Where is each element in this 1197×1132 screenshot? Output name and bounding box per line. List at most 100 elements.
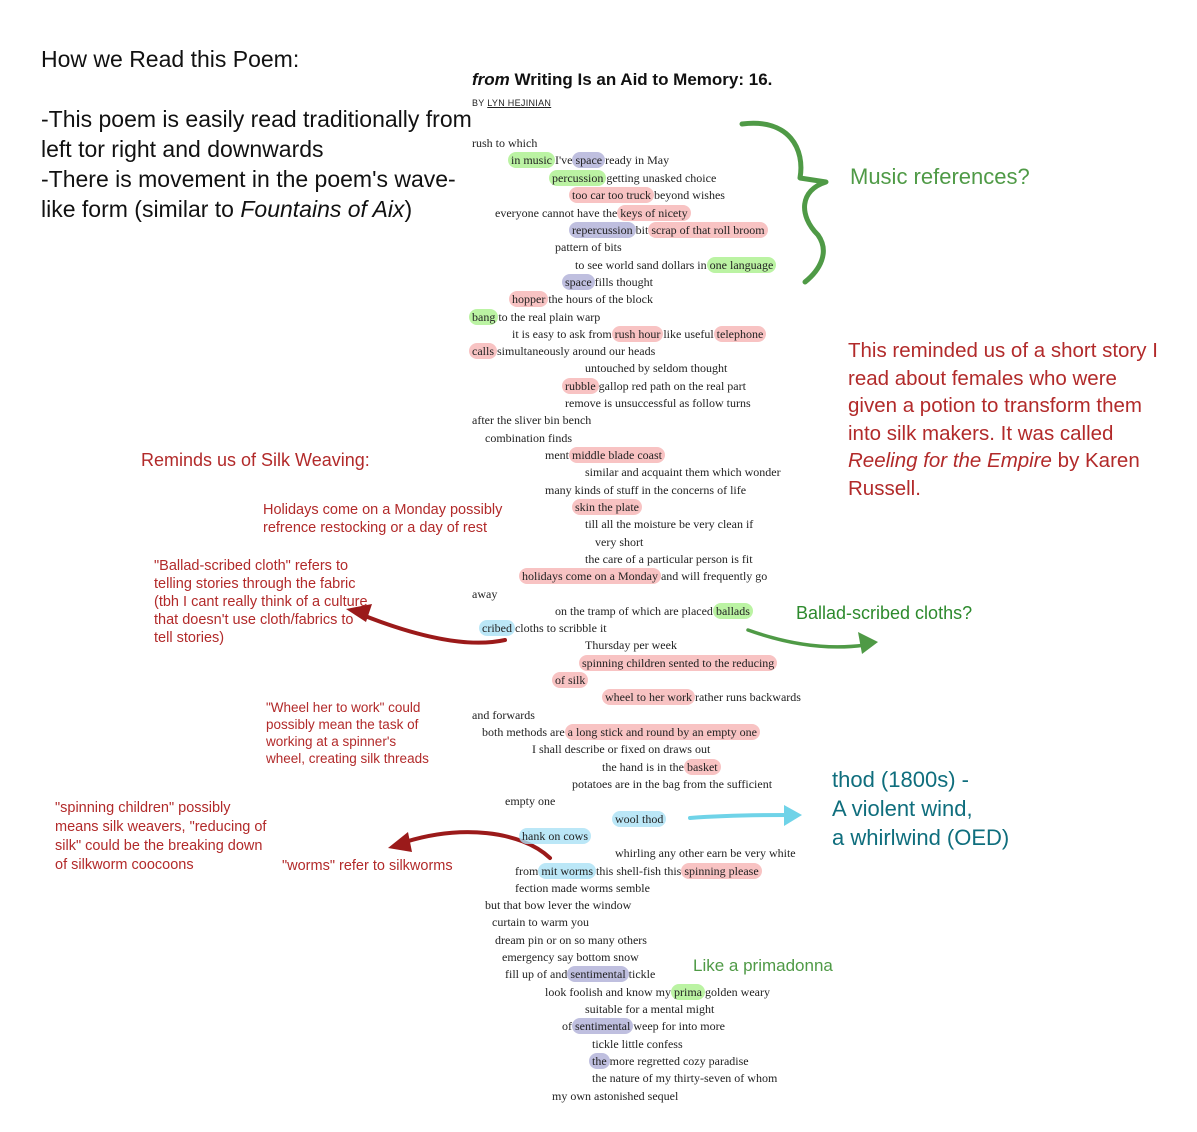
poem-line: untouched by seldom thought — [585, 361, 727, 375]
poem-line: wool thod — [612, 811, 667, 827]
poem-text: after the sliver bin bench — [472, 413, 592, 427]
poem-text: on the tramp of which are placed — [555, 604, 716, 618]
poem-line: to see world sand dollars in one languag… — [575, 257, 777, 273]
byline-prefix: BY — [472, 98, 488, 108]
poem-text: pattern of bits — [555, 240, 622, 254]
poem-text: getting unasked choice — [603, 171, 717, 185]
poem-text: to the real plain warp — [495, 310, 601, 324]
highlight-red: keys of nicety — [617, 205, 691, 221]
poem-text: from — [515, 864, 542, 878]
poem-text: my own astonished sequel — [552, 1089, 679, 1103]
poem-text: rather runs backwards — [691, 690, 801, 704]
poem-line: spinning children sented to the reducing — [579, 655, 778, 671]
poem-line: hank on cows — [519, 828, 591, 844]
highlight-purple: space — [562, 274, 595, 290]
intro-point-2: -There is movement in the poem's wave-li… — [41, 164, 481, 224]
poem-line: on the tramp of which are placed ballads — [555, 603, 753, 619]
poem-line: the hand is in the basket — [602, 759, 721, 775]
poem-text: the nature of my thirty-seven of whom — [592, 1071, 778, 1085]
poem-text: like useful — [660, 327, 717, 341]
poem-text: very short — [595, 535, 644, 549]
poem-line: repercussion bit scrap of that roll broo… — [569, 222, 768, 238]
poem-line: tickle little confess — [592, 1037, 683, 1051]
highlight-green: in music — [508, 152, 555, 168]
poem-line: both methods are a long stick and round … — [482, 724, 760, 740]
poem-line: I shall describe or fixed on draws out — [532, 742, 710, 756]
poem-text: away — [472, 587, 498, 601]
poem-line: potatoes are in the bag from the suffici… — [572, 777, 772, 791]
poem-line: the nature of my thirty-seven of whom — [592, 1071, 777, 1085]
note-silk-heading: Reminds us of Silk Weaving: — [141, 450, 370, 470]
poem-text: and will frequently go — [657, 569, 768, 583]
poem-line: look foolish and know my prima golden we… — [545, 984, 770, 1000]
poem-line: pattern of bits — [555, 240, 622, 254]
poem-line: of silk — [552, 672, 589, 688]
poem-line: wheel to her work rather runs backwards — [602, 689, 801, 705]
poem-text: cloths to scribble it — [511, 621, 607, 635]
highlight-green: one language — [706, 257, 777, 273]
poem-line: skin the plate — [572, 499, 642, 515]
ballad-question-arrow — [746, 628, 867, 649]
poem-line: cribed cloths to scribble it — [479, 620, 607, 636]
poem-text: empty one — [505, 794, 556, 808]
note-spinning: "spinning children" possibly means silk … — [55, 800, 267, 873]
note-story-title: Reeling for the Empire — [848, 449, 1052, 472]
poem-line: too car too truck beyond wishes — [569, 187, 725, 203]
note-worms: "worms" refer to silkworms — [282, 858, 453, 874]
highlight-red: spinning please — [681, 863, 762, 879]
thod-arrow — [688, 813, 792, 820]
poem-line: the more regretted cozy paradise — [589, 1053, 749, 1069]
poem-line: and forwards — [472, 708, 535, 722]
poem-line: dream pin or on so many others — [495, 933, 647, 947]
poem-line: bang to the real plain warp — [469, 309, 601, 325]
poem-text: combination finds — [485, 431, 572, 445]
poem-line: suitable for a mental might — [585, 1002, 714, 1016]
note-wheel: "Wheel her to work" could possibly mean … — [266, 700, 429, 766]
highlight-green: ballads — [712, 603, 753, 619]
poem-text: of — [562, 1019, 575, 1033]
highlight-green: prima — [671, 984, 705, 1000]
poem-text: bit — [632, 223, 652, 237]
intro-point-1: -This poem is easily read traditionally … — [41, 106, 472, 162]
poem-line: similar and acquaint them which wonder — [585, 465, 781, 479]
note-story-author: by Karen Russell. — [848, 449, 1140, 500]
highlight-red: a long stick and round by an empty one — [564, 724, 760, 740]
poem-line: rubble gallop red path on the real part — [562, 378, 746, 394]
intro-point-2-italic: Fountains of Aix — [240, 196, 405, 222]
poem-text: beyond wishes — [650, 188, 725, 202]
note-story: This reminded us of a short story I read… — [848, 337, 1168, 502]
poem-text: ment — [545, 448, 572, 462]
highlight-cyan: wool thod — [612, 811, 667, 827]
poem-text: Thursday per week — [585, 638, 677, 652]
note-thod: thod (1800s) - A violent wind, a whirlwi… — [832, 765, 1009, 852]
note-thod-line-1: thod (1800s) - — [832, 767, 969, 792]
poem-text: ready in May — [602, 153, 670, 167]
poem-line: very short — [595, 535, 643, 549]
intro-point-2-text: -There is movement in the poem's wave-li… — [41, 166, 456, 222]
poem-text: the hand is in the — [602, 760, 687, 774]
reading-intro: How we Read this Poem: -This poem is eas… — [41, 44, 481, 224]
poem-text: but that bow lever the window — [485, 898, 632, 912]
poem-text: I've — [552, 153, 576, 167]
poem-line: my own astonished sequel — [552, 1089, 678, 1103]
poem-text: rush to which — [472, 136, 538, 150]
poem-line: rush to which — [472, 136, 537, 150]
poem-text: both methods are — [482, 725, 568, 739]
author-link[interactable]: LYN HEJINIAN — [487, 98, 552, 108]
highlight-purple: the — [589, 1053, 610, 1069]
highlight-cyan: mit worms — [538, 863, 596, 879]
poem-text: whirling any other earn be very white — [615, 846, 796, 860]
poem-line: it is easy to ask from rush hour like us… — [512, 326, 767, 342]
poem-text: to see world sand dollars in — [575, 258, 710, 272]
poem-text: similar and acquaint them which wonder — [585, 465, 781, 479]
poem-text: fill up of and — [505, 967, 571, 981]
highlight-red: rubble — [562, 378, 599, 394]
highlight-red: holidays come on a Monday — [519, 568, 661, 584]
highlight-purple: sentimental — [567, 966, 629, 982]
poem-line: in music I've space ready in May — [508, 152, 670, 168]
poem-line: Thursday per week — [585, 638, 677, 652]
highlight-red: too car too truck — [569, 187, 654, 203]
poem-line: remove is unsuccessful as follow turns — [565, 396, 751, 410]
poem-text: this shell-fish this — [593, 864, 685, 878]
poem-text: fills thought — [591, 275, 653, 289]
